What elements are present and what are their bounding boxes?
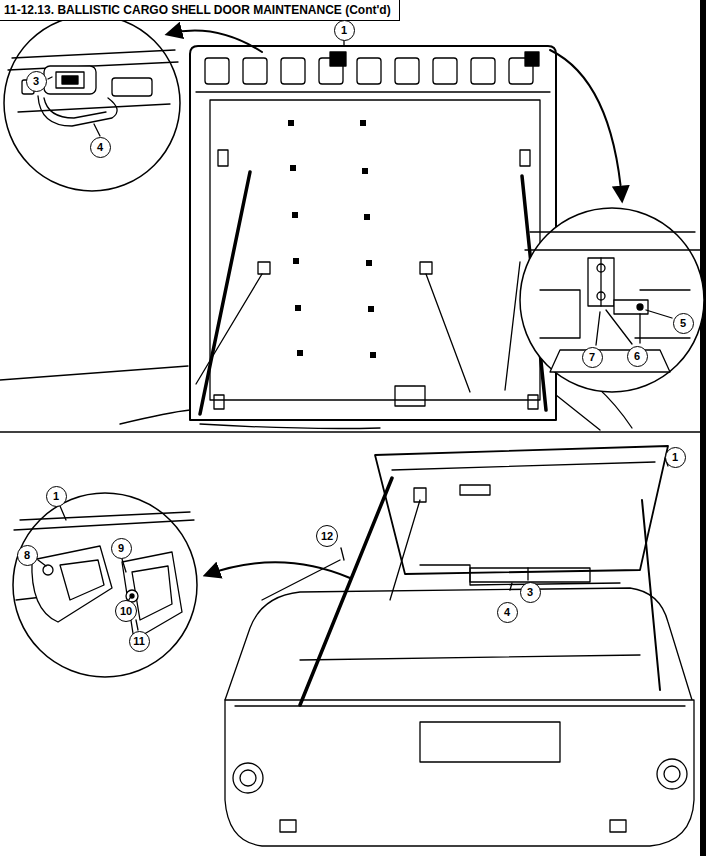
callout-circle: 10 xyxy=(115,600,137,622)
callout-circle: 11 xyxy=(129,631,150,652)
callout-number: 4 xyxy=(97,141,103,153)
callout-circle: 12 xyxy=(316,525,338,547)
callout-circle: 1 xyxy=(665,447,686,468)
callout-number: 9 xyxy=(118,542,124,554)
leader-line xyxy=(343,41,344,46)
callout-number: 5 xyxy=(680,317,686,329)
callout-number: 3 xyxy=(33,75,39,87)
callout-number: 8 xyxy=(24,549,30,561)
cargo-shell xyxy=(225,446,694,846)
callout-circle: 3 xyxy=(520,582,541,603)
callout-number: 6 xyxy=(634,350,640,362)
callout-circle: 1 xyxy=(46,486,67,507)
callout-circle: 8 xyxy=(17,545,38,566)
callout-number: 7 xyxy=(589,351,595,363)
callout-circle: 5 xyxy=(673,313,694,334)
callout-circle: 9 xyxy=(111,538,132,559)
callout-number: 10 xyxy=(120,605,132,617)
callout-number: 3 xyxy=(527,586,533,598)
callout-number: 12 xyxy=(321,530,333,542)
callout-circle: 6 xyxy=(627,346,648,367)
callout-circle: 3 xyxy=(26,71,47,92)
cargo-door xyxy=(190,46,556,420)
detail-arrow xyxy=(550,50,622,200)
callout-number: 1 xyxy=(341,24,347,36)
callout-circle: 1 xyxy=(334,20,355,41)
hinge-detail xyxy=(520,208,704,392)
callout-circle: 4 xyxy=(497,602,518,623)
latch-detail xyxy=(13,493,197,677)
callout-circle: 4 xyxy=(90,137,111,158)
panel-divider xyxy=(0,431,700,433)
page-bar xyxy=(700,0,706,856)
callout-number: 4 xyxy=(504,606,510,618)
section-title: 11-12.13. BALLISTIC CARGO SHELL DOOR MAI… xyxy=(0,0,400,21)
callout-circle: 7 xyxy=(582,347,603,368)
detail-arrow xyxy=(206,562,350,578)
callout-number: 1 xyxy=(53,490,59,502)
handle-detail xyxy=(4,15,180,191)
detail-arrow xyxy=(168,31,262,52)
callout-number: 11 xyxy=(133,635,145,647)
callout-number: 1 xyxy=(672,451,678,463)
